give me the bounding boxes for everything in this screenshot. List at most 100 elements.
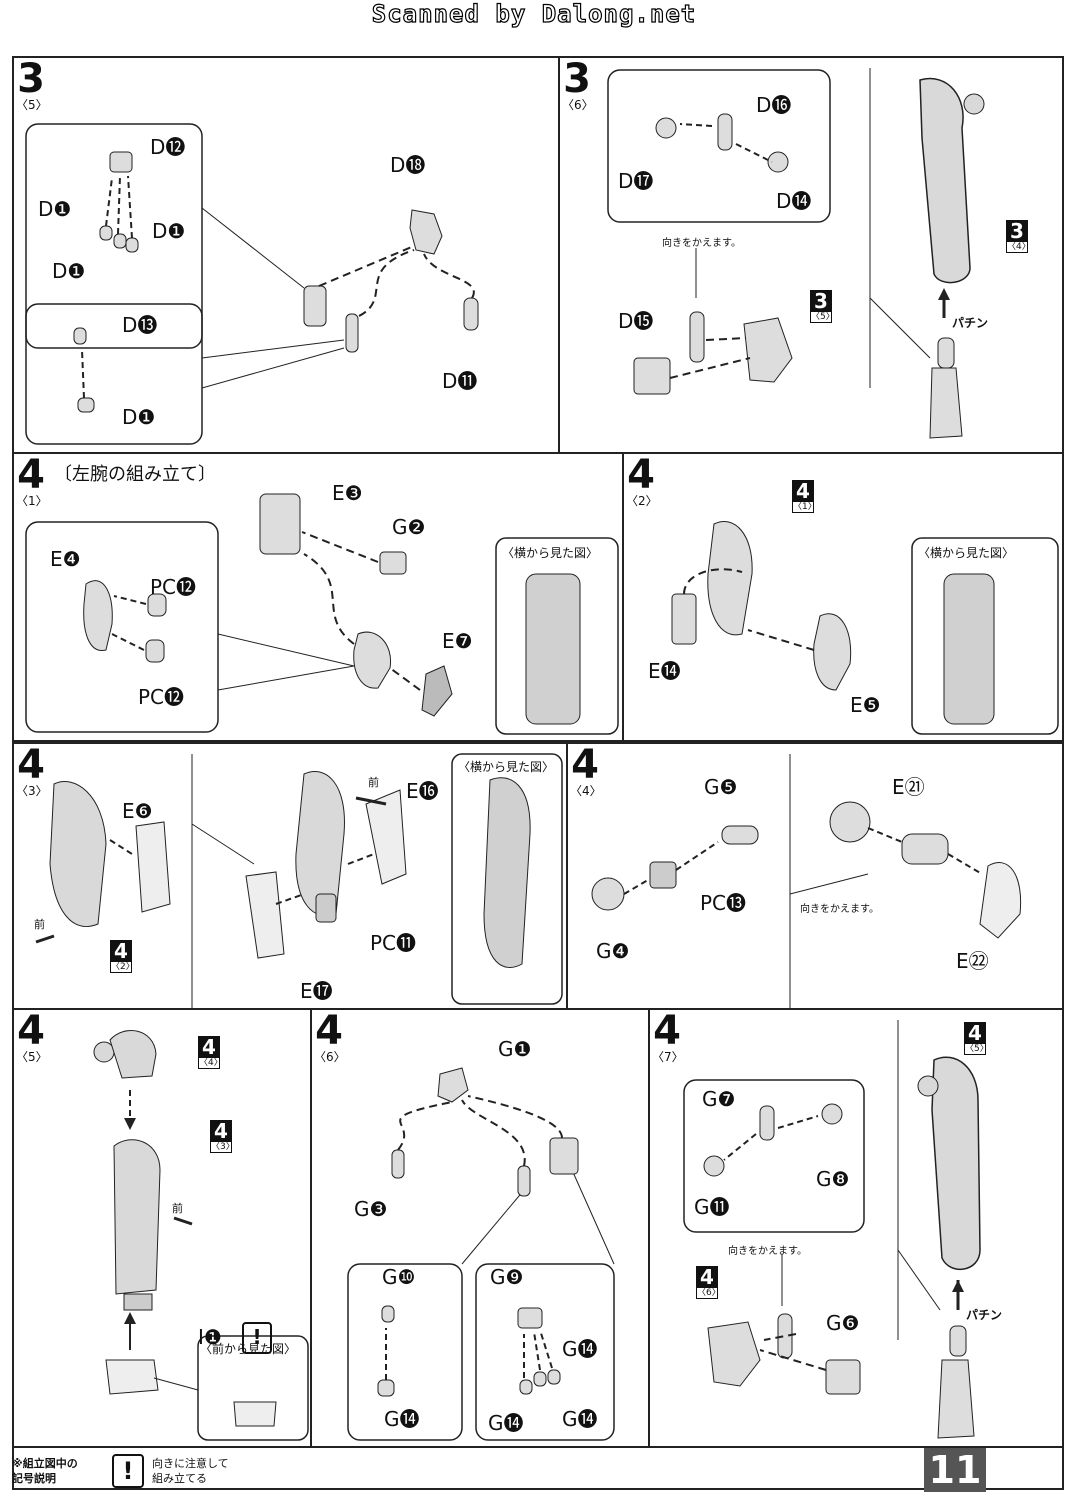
step-substep: 〈7〉	[652, 1050, 684, 1064]
step-reference: 3〈5〉	[810, 289, 835, 323]
step-badge: 4 〈6〉	[314, 1008, 346, 1064]
part-label-e17: E⓱	[300, 979, 333, 1003]
caution-icon: !	[112, 1454, 144, 1488]
step-number: 3	[563, 56, 591, 102]
step-4-2-drawing	[671, 521, 1059, 735]
part-label-g3: G❸	[354, 1197, 388, 1221]
part-label-d1: D❶	[122, 405, 156, 429]
part-label-pc11: PC⓫	[370, 931, 417, 955]
caution-icon: !	[242, 1322, 272, 1354]
panel-step-4-2: 4 〈2〉 4〈1〉 E⓮ E❺ 〈横から見た図〉	[622, 452, 1064, 742]
symbol-legend: ※組立図中の記号説明 ! 向きに注意して組み立てる	[12, 1454, 252, 1490]
front-view-label: 〈前から見た図〉	[200, 1342, 297, 1356]
legend-title: ※組立図中の記号説明	[12, 1457, 78, 1485]
part-label-g14: G⓮	[562, 1337, 598, 1361]
part-label-g6: G❻	[826, 1311, 860, 1335]
snap-sound-label: パチン	[952, 316, 989, 330]
part-label-g1: G❶	[498, 1037, 532, 1061]
part-label-d18: D⓲	[390, 153, 426, 177]
step-3-6-drawing	[607, 68, 985, 439]
step-number: 4	[315, 1008, 343, 1054]
step-badge: 4 〈1〉	[16, 452, 48, 508]
step-reference: 4〈5〉	[964, 1021, 989, 1055]
part-label-g5: G❺	[704, 775, 738, 799]
step-badge: 4 〈3〉	[16, 742, 48, 798]
step-reference: 4〈1〉	[792, 479, 817, 513]
part-label-g8: G❽	[816, 1167, 850, 1191]
step-4-6-drawing	[347, 1067, 615, 1441]
part-label-g4: G❹	[596, 939, 630, 963]
step-reference: 3〈4〉	[1006, 219, 1031, 253]
side-view-label: 〈横から見た図〉	[918, 546, 1015, 560]
part-label-d12: D⓬	[150, 135, 186, 159]
step-substep: 〈5〉	[16, 1050, 48, 1064]
part-label-g14: G⓮	[562, 1407, 598, 1431]
step-badge: 4 〈4〉	[570, 742, 602, 798]
part-label-g10: G❿	[382, 1265, 416, 1289]
step-reference: 4〈4〉	[198, 1035, 223, 1069]
step-badge: 3 〈5〉	[16, 56, 48, 112]
part-label-pc13: PC⓭	[700, 891, 747, 915]
front-direction-label: 前	[368, 776, 379, 789]
part-label-g11: G⓫	[694, 1195, 730, 1219]
step-4-1-drawing	[25, 493, 619, 735]
part-label-e16: E⓰	[406, 779, 439, 803]
step-reference: 4〈3〉	[210, 1119, 235, 1153]
part-label-d1: D❶	[52, 259, 86, 283]
part-label-d11: D⓫	[442, 369, 478, 393]
part-label-g2: G❷	[392, 515, 426, 539]
part-label-pc12: PC⓬	[138, 685, 185, 709]
step-number: 4	[17, 742, 45, 788]
scan-credit: Scanned by Dalong.net	[371, 0, 697, 29]
step-substep: 〈4〉	[570, 784, 602, 798]
step-number: 3	[17, 56, 45, 102]
panel-step-3-5: 3 〈5〉 D⓬ D❶ D❶ D❶ D⓲ D⓭ D❶ D⓫	[12, 56, 560, 454]
step-substep: 〈2〉	[626, 494, 658, 508]
part-label-d15: D⓯	[618, 309, 654, 333]
part-label-e7: E❼	[442, 629, 473, 653]
turn-note: 向きをかえます。	[800, 904, 879, 915]
step-substep: 〈6〉	[314, 1050, 346, 1064]
step-4-3-drawing	[35, 753, 563, 1008]
step-badge: 4 〈5〉	[16, 1008, 48, 1064]
step-substep: 〈1〉	[16, 494, 48, 508]
step-substep: 〈6〉	[562, 98, 594, 112]
part-label-g14: G⓮	[488, 1411, 524, 1435]
part-label-d1: D❶	[152, 219, 186, 243]
part-label-d16: D⓰	[756, 93, 792, 117]
step-substep: 〈3〉	[16, 784, 48, 798]
snap-sound-label: パチン	[966, 1308, 1003, 1322]
part-label-pc12: PC⓬	[150, 575, 197, 599]
step-number: 4	[653, 1008, 681, 1054]
front-direction-label: 前	[34, 918, 45, 931]
step-badge: 4 〈2〉	[626, 452, 658, 508]
panel-step-4-5: 4 〈5〉 4〈4〉 4〈3〉 前 I❶ ! 〈前から見た図〉	[12, 1008, 312, 1448]
step-4-7-drawing	[683, 1020, 981, 1439]
part-label-g7: G❼	[702, 1087, 736, 1111]
front-direction-label: 前	[172, 1202, 183, 1215]
part-label-g14: G⓮	[384, 1407, 420, 1431]
part-label-e21: E㉑	[892, 775, 925, 799]
step-reference: 4〈6〉	[696, 1265, 721, 1299]
step-substep: 〈5〉	[16, 98, 48, 112]
step-number: 4	[17, 1008, 45, 1054]
part-label-d1: D❶	[38, 197, 72, 221]
step-badge: 3 〈6〉	[562, 56, 594, 112]
step-number: 4	[17, 452, 45, 498]
panel-step-4-3: 4 〈3〉 E❻ 前 4〈2〉 前 E⓰ PC⓫ E⓱ 〈横から見た図〉	[12, 742, 568, 1010]
panel-step-4-1: 4 〈1〉 〔左腕の組み立て〕 E❸ G❷ E❹ PC⓬ PC⓬ E❼ 〈横から…	[12, 452, 624, 742]
part-label-e5: E❺	[850, 693, 881, 717]
panel-step-4-6: 4 〈6〉 G❶ G❸ G❿ G❾ G⓮ G⓮ G⓮ G⓮	[310, 1008, 650, 1448]
turn-note: 向きをかえます。	[728, 1246, 807, 1257]
part-label-e3: E❸	[332, 481, 363, 505]
step-badge: 4 〈7〉	[652, 1008, 684, 1064]
part-label-e6: E❻	[122, 799, 153, 823]
page-number: 11	[924, 1448, 986, 1492]
side-view-label: 〈横から見た図〉	[458, 760, 555, 774]
step-number: 4	[571, 742, 599, 788]
part-label-g9: G❾	[490, 1265, 524, 1289]
step-number: 4	[627, 452, 655, 498]
part-label-e22: E㉒	[956, 949, 989, 973]
step-title: 〔左腕の組み立て〕	[54, 464, 216, 485]
side-view-label: 〈横から見た図〉	[502, 546, 599, 560]
